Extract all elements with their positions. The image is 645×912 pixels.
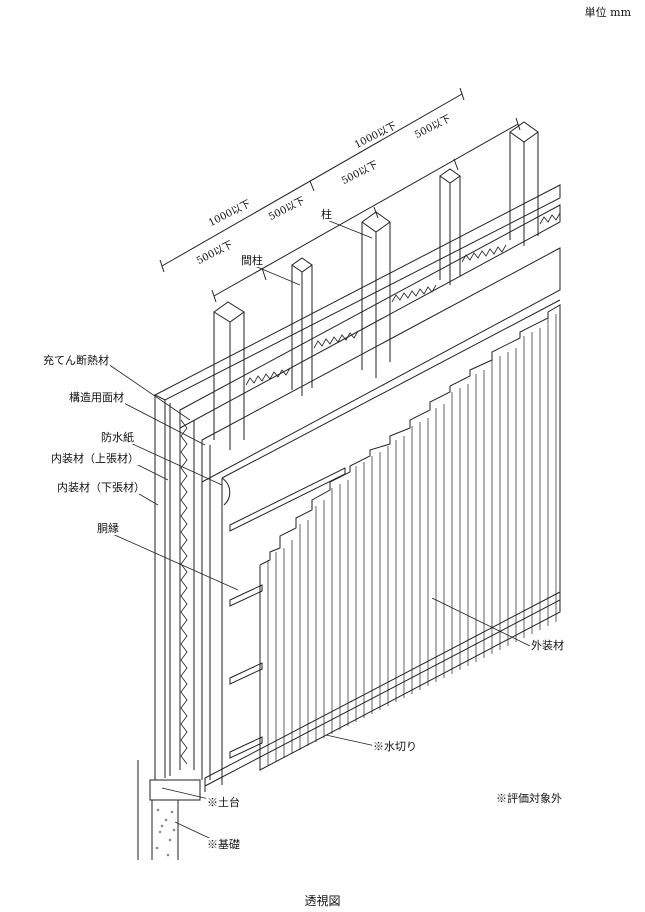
label-stud: 間柱 — [240, 254, 264, 267]
label-insulation: 充てん断熱材 — [42, 354, 110, 367]
label-structural-board: 構造用面材 — [68, 391, 125, 404]
insulation-layer — [179, 204, 561, 770]
waterproof-sheet — [221, 299, 561, 785]
interior-lining — [153, 184, 561, 780]
exterior-siding — [259, 304, 561, 771]
label-exterior: 外装材 — [530, 639, 565, 652]
note-not-evaluated: ※評価対象外 — [496, 792, 562, 805]
unit-label: 単位 mm — [584, 6, 631, 19]
posts — [213, 121, 539, 450]
label-sill: ※土台 — [206, 796, 241, 809]
label-foundation: ※基礎 — [206, 838, 241, 851]
label-column: 柱 — [320, 208, 333, 221]
label-interior-upper: 内装材（上張材） — [50, 452, 140, 465]
label-furring: 胴縁 — [96, 522, 120, 535]
foundation-hatch — [155, 808, 176, 857]
structural-board — [201, 247, 561, 780]
furring-strips — [229, 467, 346, 759]
figure-caption: 透視図 — [304, 894, 341, 908]
dimension-lines — [159, 87, 521, 303]
label-waterproof-paper: 防水紙 — [100, 431, 135, 444]
label-flashing: ※水切り — [372, 740, 418, 753]
siding-grooves — [267, 314, 557, 766]
label-interior-lower: 内装材（下張材） — [56, 481, 146, 494]
insulation-batts — [180, 212, 561, 765]
leader-lines — [107, 217, 531, 846]
flashing — [204, 591, 561, 792]
sill-foundation — [137, 760, 201, 860]
